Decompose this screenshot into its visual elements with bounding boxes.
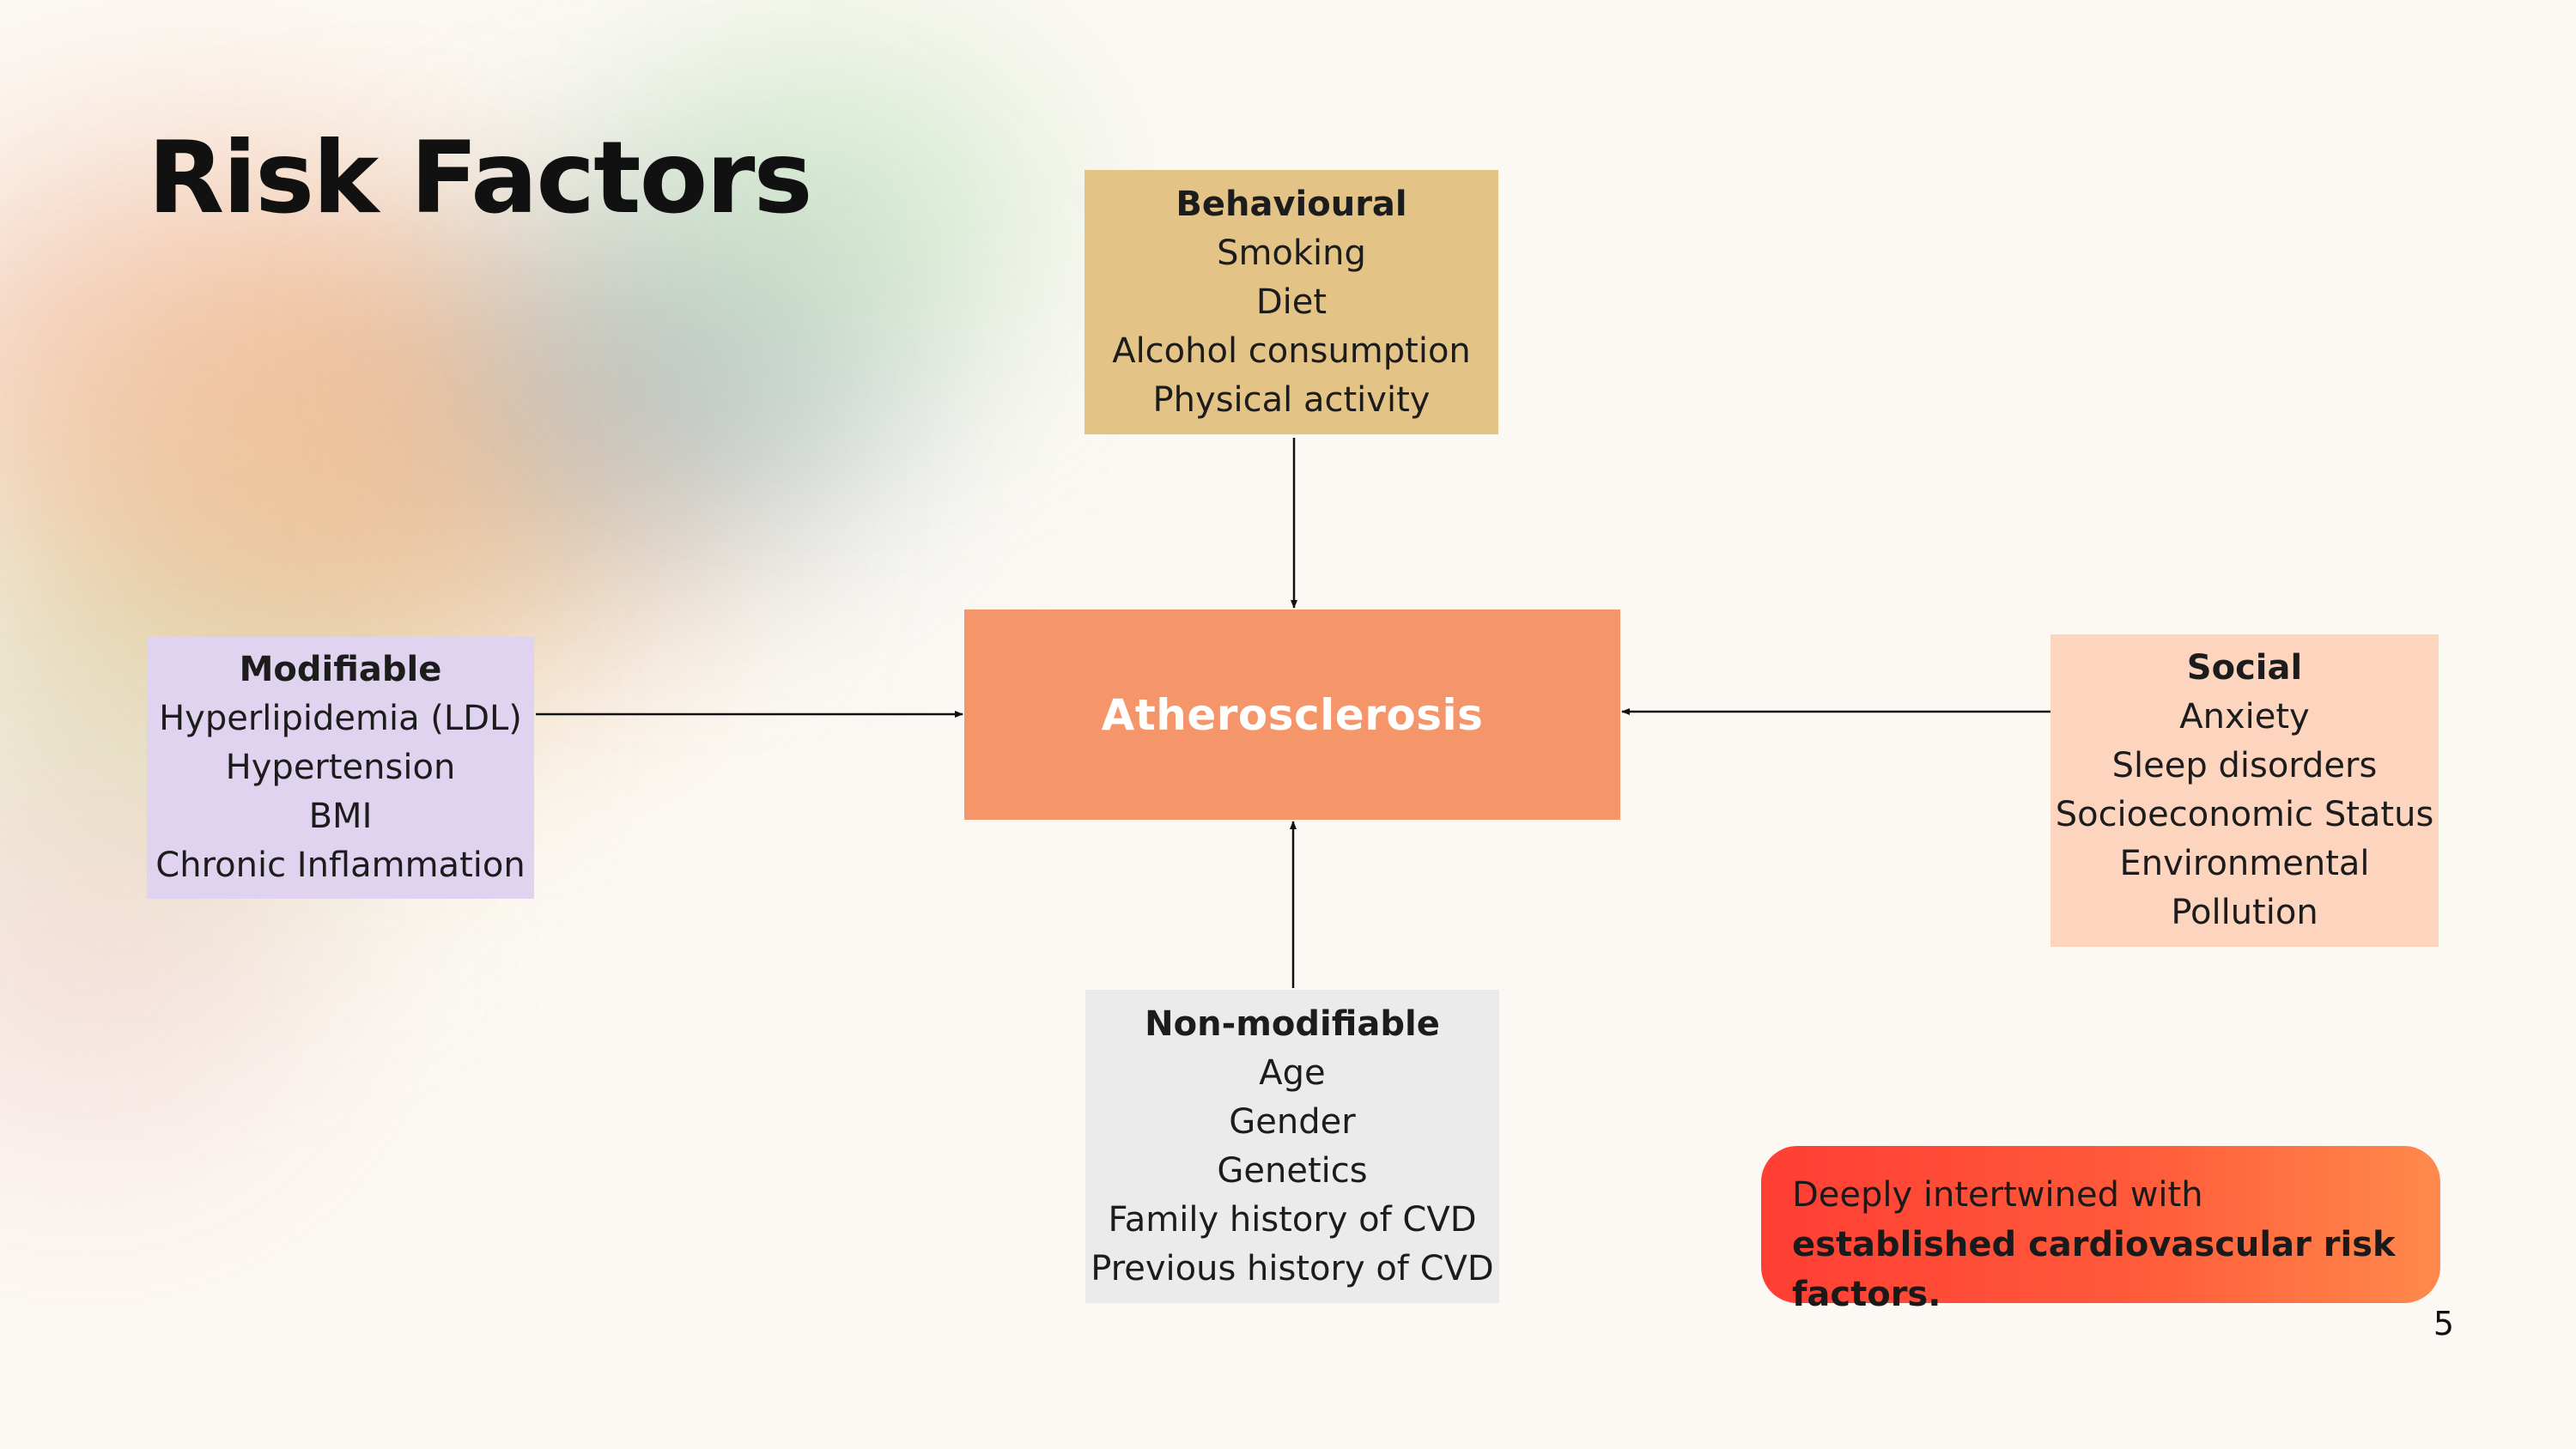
non-modifiable-item: Genetics <box>1217 1150 1368 1191</box>
social-item: Pollution <box>2171 893 2318 932</box>
modifiable-item: Chronic Inflammation <box>155 846 526 885</box>
non-modifiable-item: Age <box>1259 1052 1326 1093</box>
behavioural-item: Alcohol consumption <box>1112 330 1471 371</box>
callout-box: Deeply intertwined with established card… <box>1761 1146 2440 1314</box>
atherosclerosis-box: Atherosclerosis <box>964 609 1620 820</box>
callout-bold-text: established cardiovascular risk factors. <box>1792 1225 2396 1314</box>
slide-title: Risk Factors <box>148 120 813 236</box>
non-modifiable-item: Previous history of CVD <box>1091 1248 1494 1288</box>
background-blur-blue <box>464 197 910 541</box>
behavioural-list: Smoking Diet Alcohol consumption Physica… <box>1112 229 1471 425</box>
social-item: Sleep disorders <box>2111 746 2378 785</box>
atherosclerosis-label: Atherosclerosis <box>1101 689 1484 740</box>
modifiable-item: Hypertension <box>225 748 456 787</box>
social-list: Anxiety Sleep disorders Socioeconomic St… <box>2056 693 2434 937</box>
modifiable-item: Hyperlipidemia (LDL) <box>159 699 522 738</box>
behavioural-box: Behavioural Smoking Diet Alcohol consump… <box>1084 170 1498 434</box>
non-modifiable-item: Family history of CVD <box>1108 1199 1477 1240</box>
modifiable-box: Modifiable Hyperlipidemia (LDL) Hyperten… <box>147 637 534 899</box>
social-item: Socioeconomic Status <box>2055 795 2434 834</box>
callout-text: Deeply intertwined with <box>1792 1175 2203 1215</box>
non-modifiable-list: Age Gender Genetics Family history of CV… <box>1091 1049 1493 1294</box>
behavioural-heading: Behavioural <box>1176 184 1407 224</box>
modifiable-heading: Modifiable <box>239 650 442 689</box>
behavioural-item: Diet <box>1255 282 1327 322</box>
social-heading: Social <box>2186 648 2303 688</box>
behavioural-item: Physical activity <box>1152 379 1431 420</box>
social-item: Environmental <box>2119 844 2370 883</box>
modifiable-item: BMI <box>308 797 373 836</box>
behavioural-item: Smoking <box>1217 233 1366 273</box>
social-box: Social Anxiety Sleep disorders Socioecon… <box>2050 634 2439 947</box>
non-modifiable-box: Non-modifiable Age Gender Genetics Famil… <box>1085 990 1499 1303</box>
background-blur-apricot <box>0 326 447 584</box>
social-item: Anxiety <box>2179 697 2310 737</box>
non-modifiable-item: Gender <box>1229 1101 1356 1142</box>
page-number: 5 <box>2433 1305 2455 1343</box>
modifiable-list: Hyperlipidemia (LDL) Hypertension BMI Ch… <box>155 694 525 890</box>
non-modifiable-heading: Non-modifiable <box>1145 1003 1440 1044</box>
